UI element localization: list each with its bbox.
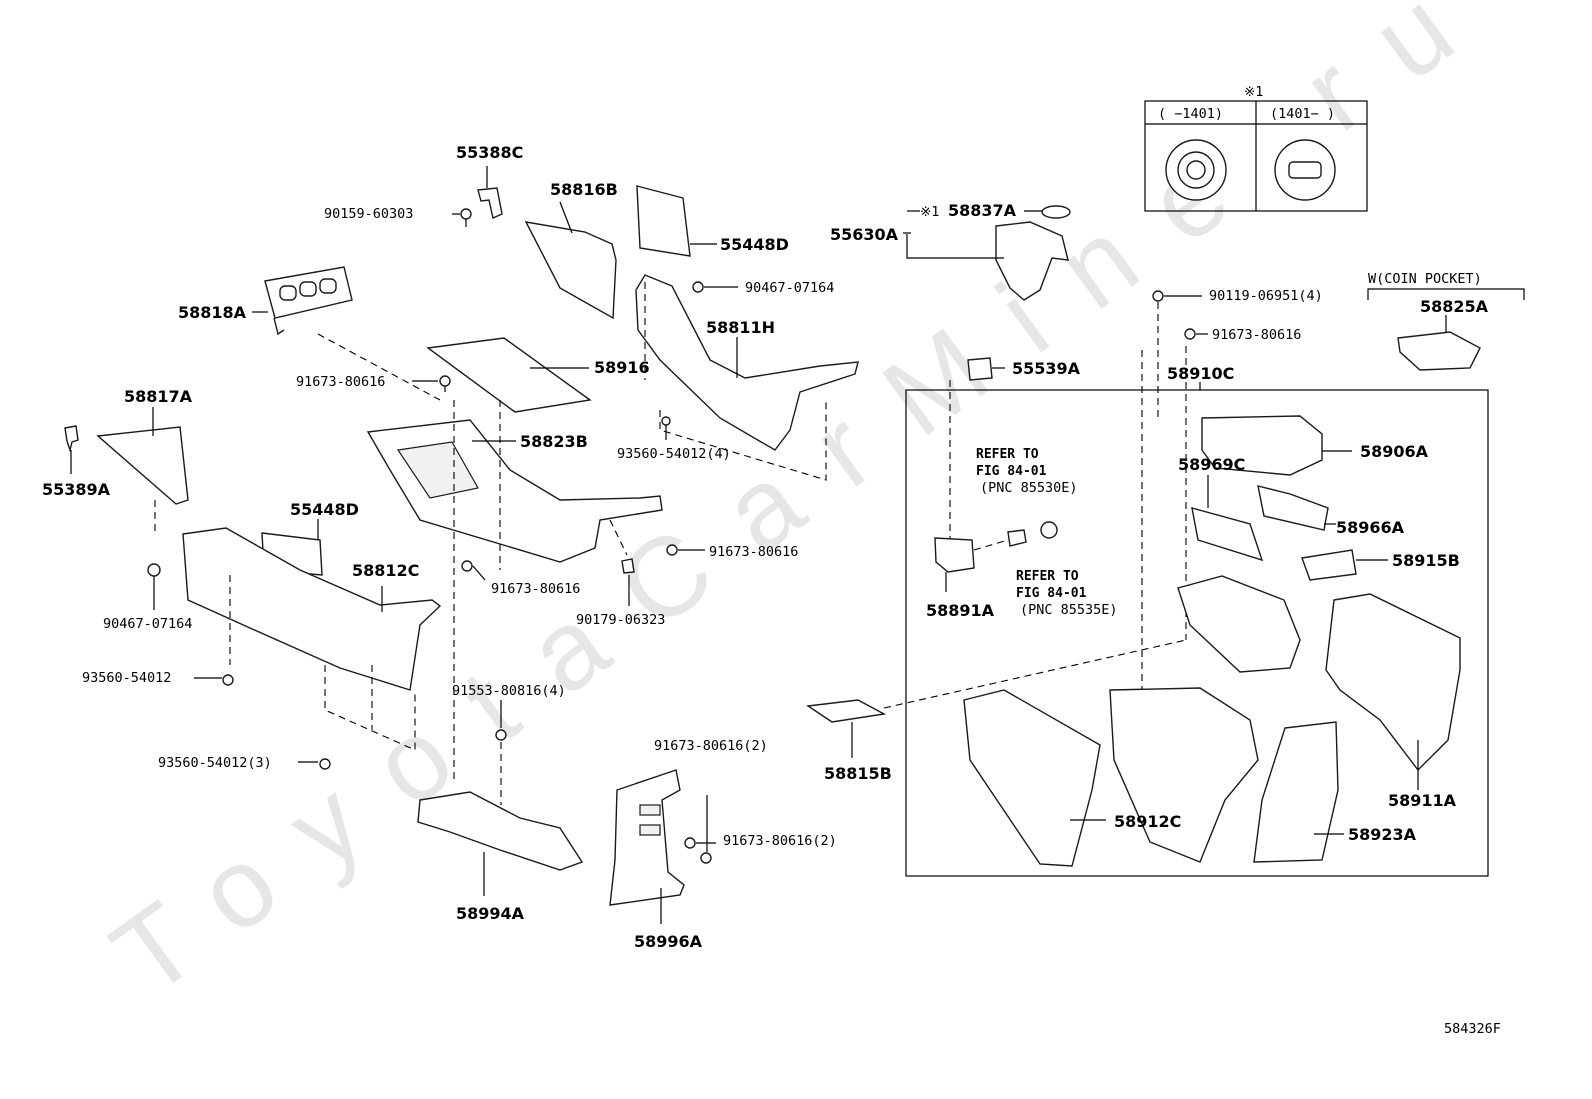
panel-58923a-shape <box>1253 721 1339 863</box>
label-58825A: 58825A <box>1420 297 1489 316</box>
label-58815B: 58815B <box>824 764 892 783</box>
label-58916: 58916 <box>594 358 650 377</box>
trim-58966a-shape <box>1257 485 1329 531</box>
label-58811H: 58811H <box>706 318 775 337</box>
label-91673-80616-2b: 91673-80616(2) <box>723 833 837 849</box>
refer-note-1-line1: REFER TO <box>976 447 1039 462</box>
label-58915B: 58915B <box>1392 551 1460 570</box>
label-90159-60303: 90159-60303 <box>324 206 413 222</box>
label-91673-80616-c: 91673-80616 <box>709 544 798 560</box>
bracket-58994a-shape <box>417 791 584 871</box>
panel-58811h-shape <box>635 274 859 451</box>
label-58912C: 58912C <box>1114 812 1181 831</box>
bracket-58996a-shape <box>609 769 685 906</box>
label-90467-07164-mid: 90467-07164 <box>103 616 192 632</box>
bracket-55388c-shape <box>460 187 503 227</box>
label-58906A: 58906A <box>1360 442 1429 461</box>
bezel-58891a-shape <box>934 537 975 573</box>
clip-55389a-shape <box>64 425 79 453</box>
label-93560-54012-3: 93560-54012(3) <box>158 755 272 771</box>
label-58817A: 58817A <box>124 387 193 406</box>
label-55448D-top: 55448D <box>720 235 789 254</box>
label-58910C: 58910C <box>1167 364 1234 383</box>
mat-58815b-shape <box>806 699 887 723</box>
label-91673-80616-d: 91673-80616 <box>1212 327 1301 343</box>
label-58966A: 58966A <box>1336 518 1405 537</box>
coin-pocket-header: W(COIN POCKET) <box>1368 271 1482 287</box>
label-91673-80616-2a: 91673-80616(2) <box>654 738 768 754</box>
label-58837A-symbol: ※1 <box>920 204 939 220</box>
label-58994A: 58994A <box>456 904 525 923</box>
label-91673-80616-b: 91673-80616 <box>491 581 580 597</box>
label-58816B: 58816B <box>550 180 618 199</box>
label-55389A: 55389A <box>42 480 111 499</box>
panel-58812c-shape <box>182 527 442 691</box>
label-90467-07164-top: 90467-07164 <box>745 280 834 296</box>
switch-55539a-shape <box>967 357 993 381</box>
refer-note-2-line2: FIG 84-01 <box>1016 586 1087 601</box>
label-55448D-mid: 55448D <box>290 500 359 519</box>
switch-plate-58818a-shape <box>264 266 353 336</box>
label-58911A: 58911A <box>1388 791 1457 810</box>
label-91553-80816-4: 91553-80816(4) <box>452 683 566 699</box>
lid-58906a-shape <box>1201 415 1323 476</box>
cup-58915b-shape <box>1301 549 1357 581</box>
label-58996A: 58996A <box>634 932 703 951</box>
tray-58825a-shape <box>1397 331 1481 371</box>
trim-58969c-shape <box>1191 507 1264 562</box>
panel-58912c-shape <box>963 689 1101 867</box>
label-93560-54012: 93560-54012 <box>82 670 171 686</box>
pad-55448d-top-shape <box>636 185 691 257</box>
label-58891A: 58891A <box>926 601 995 620</box>
label-93560-54012-4: 93560-54012(4) <box>617 446 731 462</box>
inset-col-left: ( −1401) <box>1158 106 1223 122</box>
label-55388C: 55388C <box>456 143 523 162</box>
panel-58911a-shape <box>1325 593 1461 772</box>
label-55630A: 55630A <box>830 225 899 244</box>
inner-bracket-shape <box>1177 575 1301 673</box>
refer-note-2-line3: (PNC 85535E) <box>1020 602 1118 618</box>
knob-55630a-shape <box>995 221 1069 301</box>
label-55539A: 55539A <box>1012 359 1081 378</box>
inset-symbol: ※1 <box>1244 84 1263 100</box>
label-90179-06323: 90179-06323 <box>576 612 665 628</box>
refer-note-1-line3: (PNC 85530E) <box>980 480 1078 496</box>
diagram-number: 584326F <box>1444 1021 1501 1037</box>
inner-box-shape <box>1109 687 1259 863</box>
mat-58916-shape <box>426 337 592 413</box>
label-58969C: 58969C <box>1178 455 1245 474</box>
label-58837A: 58837A <box>948 201 1017 220</box>
variant-inset-box <box>1144 100 1368 212</box>
label-58812C: 58812C <box>352 561 419 580</box>
label-91673-80616-a: 91673-80616 <box>296 374 385 390</box>
label-90119-06951-4: 90119-06951(4) <box>1209 288 1323 304</box>
label-58823B: 58823B <box>520 432 588 451</box>
refer-note-2-line1: REFER TO <box>1016 569 1079 584</box>
inset-col-right: (1401− ) <box>1270 106 1335 122</box>
label-58818A: 58818A <box>178 303 247 322</box>
panel-58817a-shape <box>96 426 189 505</box>
panel-58816b-shape <box>524 221 617 320</box>
assembly-frame-58910c <box>905 389 1489 877</box>
label-58923A: 58923A <box>1348 825 1417 844</box>
refer-note-1-line2: FIG 84-01 <box>976 464 1047 479</box>
